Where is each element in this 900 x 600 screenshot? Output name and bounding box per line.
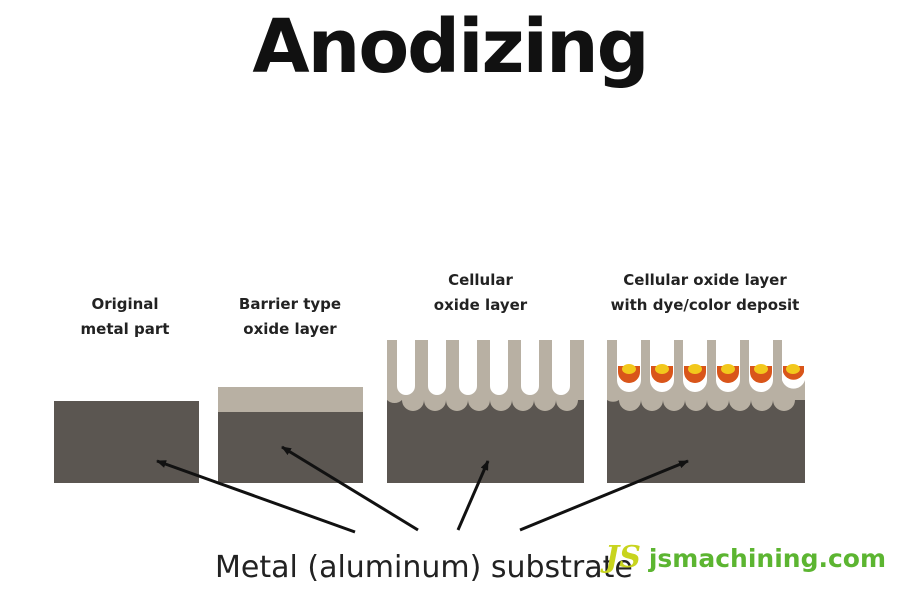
dye-deposit-core — [786, 364, 800, 374]
label-line: Cellular oxide layer — [623, 271, 787, 289]
cellular-oxide-block — [387, 340, 584, 483]
substrate-label: Metal (aluminum) substrate — [215, 550, 633, 585]
watermark-text: jsmachining.com — [648, 543, 887, 573]
arrow-icon — [456, 460, 490, 531]
label-line: oxide layer — [243, 320, 337, 338]
stage-label-cellular: Cellular oxide layer — [408, 268, 553, 318]
original-metal-block — [54, 401, 199, 483]
label-line: oxide layer — [433, 296, 528, 314]
stage-label-barrier: Barrier type oxide layer — [220, 292, 360, 342]
label-line: Barrier type — [238, 295, 342, 313]
dyed-oxide-layer — [607, 340, 805, 411]
stage-label-original: Original metal part — [60, 292, 190, 342]
arrow-icon — [156, 459, 356, 534]
dye-deposits — [618, 364, 804, 383]
label-line: with dye/color deposit — [610, 296, 800, 314]
label-line: metal part — [80, 320, 170, 338]
label-line: Cellular — [448, 271, 513, 289]
barrier-substrate — [218, 410, 363, 483]
dye-deposit-core — [721, 364, 735, 374]
dye-deposit-core — [655, 364, 669, 374]
label-line: Original — [91, 295, 159, 313]
arrows — [156, 445, 689, 534]
logo-icon: JS — [605, 540, 641, 575]
dyed-oxide-block — [607, 340, 805, 483]
dye-deposit-core — [754, 364, 768, 374]
arrow-icon — [281, 445, 419, 532]
barrier-oxide-layer — [218, 387, 363, 412]
barrier-oxide-block — [218, 387, 363, 483]
dyed-substrate — [607, 400, 805, 483]
cellular-substrate — [387, 400, 584, 483]
stage-label-dyed: Cellular oxide layer with dye/color depo… — [600, 268, 810, 318]
dye-deposit-core — [688, 364, 702, 374]
arrow-icon — [519, 459, 689, 532]
cellular-oxide-layer — [387, 340, 584, 411]
watermark: JS jsmachining.com — [605, 543, 886, 573]
page-title: Anodizing — [252, 4, 649, 90]
dye-deposit-core — [622, 364, 636, 374]
